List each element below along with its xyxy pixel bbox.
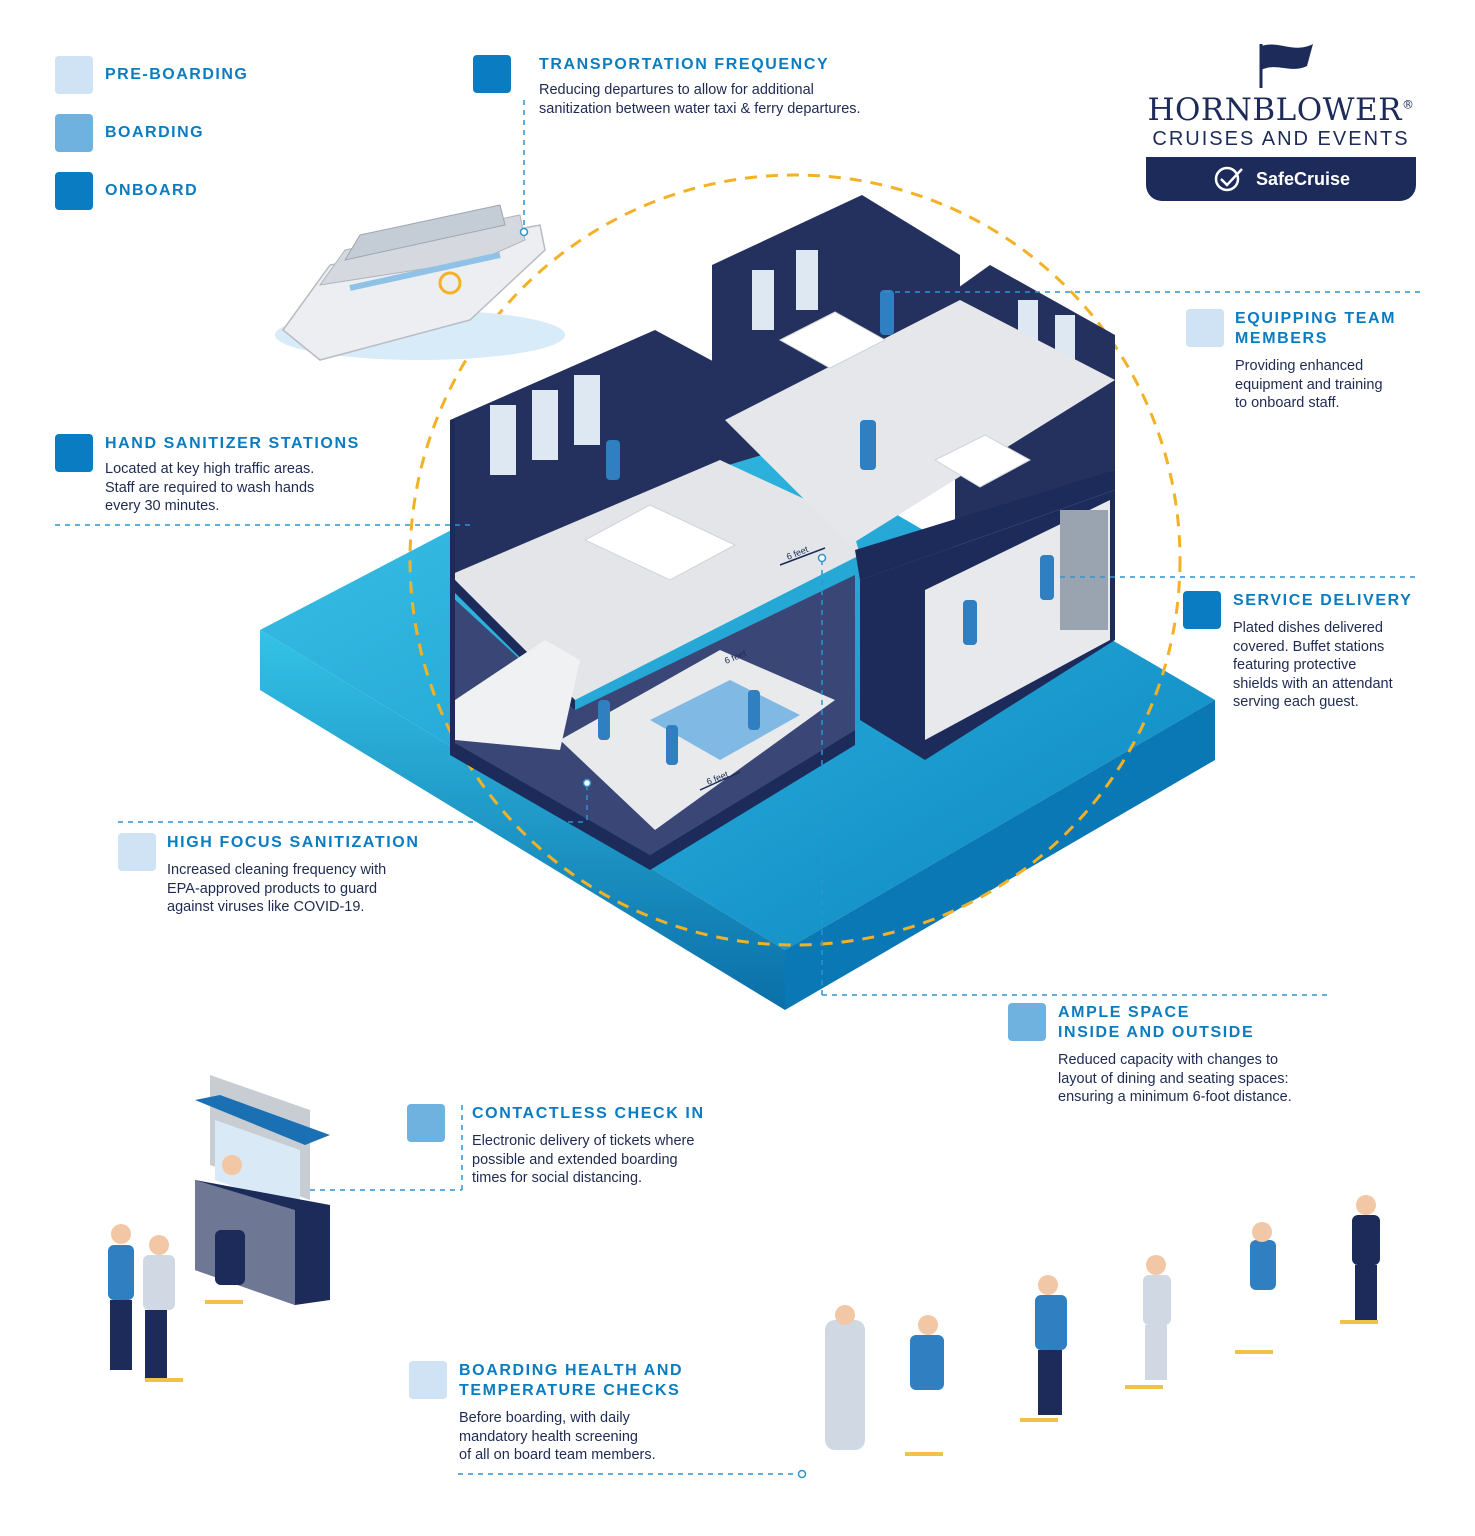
callout-transportation-frequency: TRANSPORTATION FREQUENCY Reducing depart… — [473, 55, 933, 118]
callout-swatch — [1183, 591, 1221, 629]
callout-body-line: equipment and training — [1235, 376, 1383, 393]
callout-swatch — [473, 55, 511, 93]
focus-circle — [408, 173, 1182, 947]
legend-label: BOARDING — [105, 124, 205, 141]
callout-body-line: Increased cleaning frequency with — [167, 862, 387, 878]
callout-contactless-check-in: CONTACTLESS CHECK IN Electronic delivery… — [407, 1104, 747, 1188]
callout-title: SERVICE DELIVERY — [1233, 592, 1413, 609]
callout-body-line: Plated dishes delivered — [1233, 620, 1383, 636]
callout-swatch — [407, 1104, 445, 1142]
callout-title: CONTACTLESS CHECK IN — [472, 1105, 705, 1122]
callout-swatch — [118, 833, 156, 871]
callout-body-line: Electronic delivery of tickets where — [472, 1133, 695, 1149]
callout-body-line: EPA-approved products to guard — [167, 880, 378, 897]
callout-body-line: against viruses like COVID-19. — [167, 899, 365, 915]
callout-title: HAND SANITIZER STATIONS — [105, 435, 360, 452]
callout-service-delivery: SERVICE DELIVERY Plated dishes delivered… — [1183, 591, 1428, 712]
ship-interior-building — [450, 195, 1115, 870]
callout-body-line: featuring protective — [1233, 657, 1357, 673]
legend-boarding: BOARDING — [55, 114, 204, 152]
callout-body-line: Reducing departures to allow for additio… — [539, 82, 814, 98]
callout-body-line: times for social distancing. — [472, 1170, 643, 1186]
callout-swatch — [409, 1361, 447, 1399]
callout-body-line: Providing enhanced — [1235, 358, 1364, 374]
connector-lines — [55, 100, 1420, 1475]
callout-body-line: covered. Buffet stations — [1233, 638, 1385, 655]
callout-title: AMPLE SPACE INSIDE AND OUTSIDE — [1058, 1004, 1255, 1041]
check-circle-icon — [1214, 166, 1243, 192]
callout-hand-sanitizer: HAND SANITIZER STATIONS Located at key h… — [55, 434, 375, 516]
callout-body-line: of all on board team members. — [459, 1447, 656, 1463]
callout-body-line: serving each guest. — [1233, 694, 1359, 710]
callout-body-line: mandatory health screening — [459, 1428, 638, 1445]
callout-ample-space: AMPLE SPACE INSIDE AND OUTSIDE Reduced c… — [1008, 1003, 1338, 1107]
callout-body-line: ensuring a minimum 6-foot distance. — [1058, 1089, 1292, 1105]
callout-body-line: shields with an attendant — [1233, 675, 1393, 692]
callout-body-line: Staff are required to wash hands — [105, 479, 315, 496]
legend-label: ONBOARD — [105, 182, 199, 199]
callout-body-line: Reduced capacity with changes to — [1058, 1052, 1279, 1068]
callout-body-line: layout of dining and seating spaces: — [1058, 1070, 1289, 1087]
ship-illustration — [275, 204, 565, 361]
callout-body-line: Located at key high traffic areas. — [105, 461, 315, 477]
callout-body-line: possible and extended boarding — [472, 1151, 678, 1168]
hornblower-logo: HORNBLOWER® CRUISES AND EVENTS SafeCruis… — [1145, 40, 1417, 205]
callout-title: HIGH FOCUS SANITIZATION — [167, 834, 420, 851]
flag-icon — [1259, 44, 1313, 88]
callout-swatch — [1008, 1003, 1046, 1041]
callout-title: BOARDING HEALTH AND TEMPERATURE CHECKS — [459, 1362, 684, 1399]
safecruise-badge: SafeCruise — [1146, 157, 1416, 201]
callout-body-line: to onboard staff. — [1235, 395, 1340, 411]
callout-body-line: every 30 minutes. — [105, 498, 220, 514]
callout-equipping-team: EQUIPPING TEAM MEMBERS Providing enhance… — [1186, 309, 1426, 413]
legend-swatch — [55, 114, 93, 152]
callout-title: EQUIPPING TEAM MEMBERS — [1235, 310, 1397, 347]
brand-subtitle: CRUISES AND EVENTS — [1152, 128, 1410, 150]
legend-swatch — [55, 172, 93, 210]
legend-pre-boarding: PRE-BOARDING — [55, 56, 248, 94]
legend-swatch — [55, 56, 93, 94]
callout-high-focus-sanitization: HIGH FOCUS SANITIZATION Increased cleani… — [118, 833, 438, 917]
callout-boarding-health: BOARDING HEALTH AND TEMPERATURE CHECKS B… — [409, 1361, 709, 1465]
legend-label: PRE-BOARDING — [105, 66, 249, 83]
queue-people — [108, 1155, 1380, 1456]
callout-swatch — [55, 434, 93, 472]
callout-body-line: sanitization between water taxi & ferry … — [539, 100, 861, 117]
callout-title: TRANSPORTATION FREQUENCY — [539, 56, 830, 73]
badge-label: SafeCruise — [1255, 168, 1351, 189]
legend-onboard: ONBOARD — [55, 172, 198, 210]
callout-body-line: Before boarding, with daily — [459, 1410, 630, 1426]
brand-name: HORNBLOWER® — [1147, 92, 1415, 128]
callout-swatch — [1186, 309, 1224, 347]
